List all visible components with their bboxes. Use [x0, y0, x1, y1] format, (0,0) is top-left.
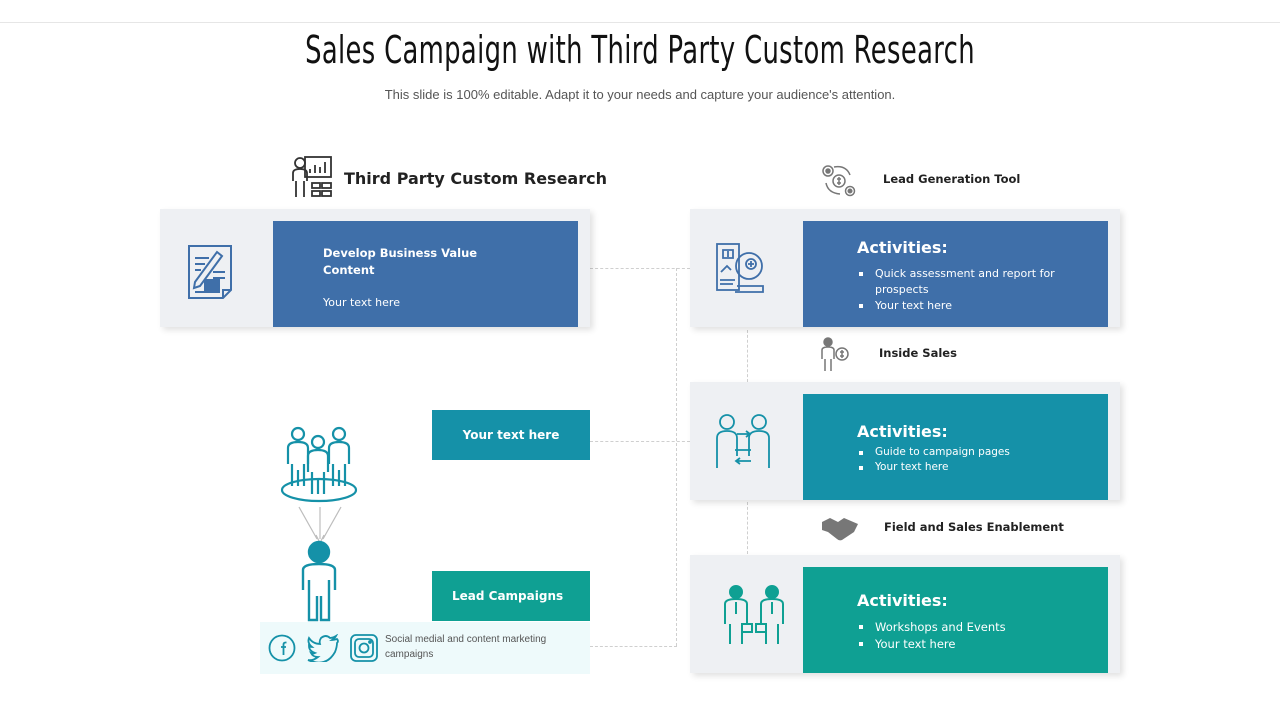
connector-line [747, 330, 748, 382]
activity-item: Your text here [857, 460, 1077, 475]
person-icon [298, 540, 340, 622]
left-heading: Third Party Custom Research [344, 169, 607, 188]
value-content-panel: Develop Business Value Content Your text… [273, 221, 578, 327]
activities-list: Workshops and Events Your text here [857, 619, 1077, 653]
inside-sales-panel: Activities: Guide to campaign pages Your… [803, 394, 1108, 500]
instagram-icon [349, 633, 379, 663]
field-sales-panel: Activities: Workshops and Events Your te… [803, 567, 1108, 673]
activity-item: Guide to campaign pages [857, 445, 1077, 460]
activity-item: Quick assessment and report for prospect… [857, 266, 1057, 298]
research-analyst-icon [290, 155, 334, 199]
activities-list: Quick assessment and report for prospect… [857, 266, 1057, 314]
analysis-report-icon [715, 242, 765, 294]
document-edit-icon [185, 242, 235, 300]
connector-line [676, 268, 677, 646]
lead-generation-heading: Lead Generation Tool [883, 172, 1021, 186]
connector-line [590, 441, 690, 442]
activity-item: Your text here [857, 636, 1077, 653]
activity-item: Your text here [857, 298, 1057, 314]
page-subtitle: This slide is 100% editable. Adapt it to… [384, 87, 896, 102]
page-title: Sales Campaign with Third Party Custom R… [305, 28, 975, 72]
person-money-icon [818, 337, 850, 373]
arrows-down-icon [295, 505, 345, 545]
value-content-text: Your text here [323, 296, 400, 309]
activities-title: Activities: [857, 591, 948, 610]
connector-line [590, 268, 690, 269]
money-cycle-icon [820, 163, 858, 199]
connector-line [590, 646, 677, 647]
handshake-icon [820, 514, 860, 542]
social-media-strip: Social medial and content marketing camp… [260, 622, 590, 674]
group-audience-icon [278, 424, 360, 504]
activities-title: Activities: [857, 422, 948, 441]
lead-generation-panel: Activities: Quick assessment and report … [803, 221, 1108, 327]
business-deal-icon [713, 412, 773, 470]
field-sales-heading: Field and Sales Enablement [884, 520, 1064, 534]
business-people-icon [720, 584, 788, 646]
value-content-title: Develop Business Value Content [323, 246, 478, 277]
activities-list: Guide to campaign pages Your text here [857, 445, 1077, 475]
your-text-box: Your text here [432, 410, 590, 460]
connector-line [747, 502, 748, 554]
facebook-icon [268, 634, 296, 662]
twitter-icon [306, 633, 340, 664]
lead-campaigns-box: Lead Campaigns [432, 571, 590, 621]
activity-item: Workshops and Events [857, 619, 1077, 636]
activities-title: Activities: [857, 238, 948, 257]
social-text: Social medial and content marketing camp… [385, 634, 547, 660]
top-divider [0, 22, 1280, 23]
inside-sales-heading: Inside Sales [879, 346, 957, 360]
